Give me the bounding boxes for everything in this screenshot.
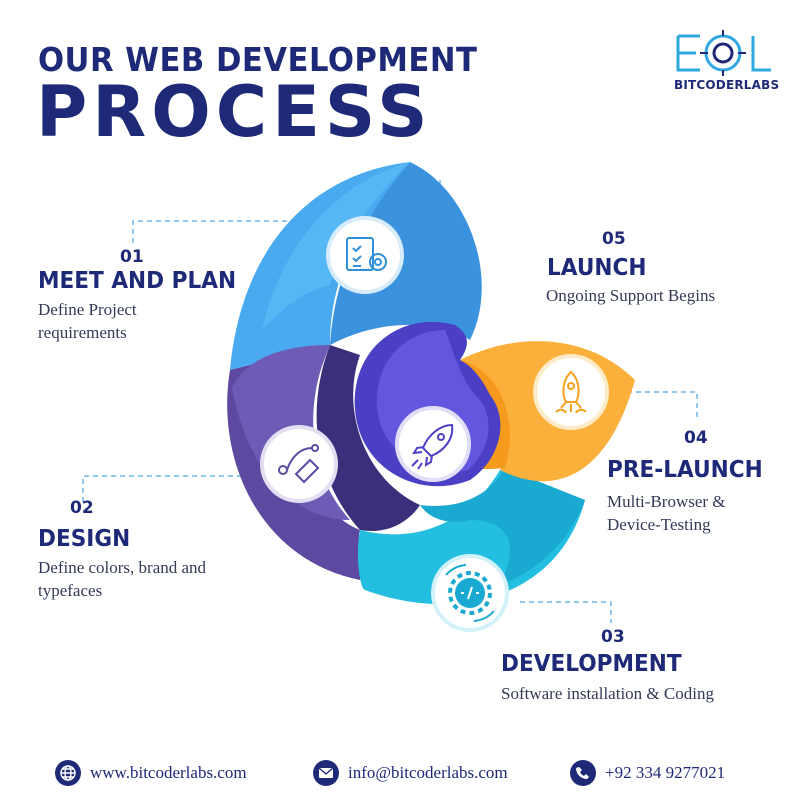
email-link[interactable]: info@bitcoderlabs.com [348, 763, 508, 782]
icon-circle-04 [533, 354, 609, 430]
step-01-description: Define Project requirements [38, 298, 137, 344]
logo-name: BITCODERLABS [674, 78, 780, 92]
phone-icon [570, 760, 596, 786]
step-01-description-line-1: Define Project [38, 300, 137, 319]
footer-email[interactable]: info@bitcoderlabs.com [313, 760, 508, 786]
step-03-number: 03 [601, 627, 625, 647]
connector-03 [520, 601, 612, 623]
step-05-title: LAUNCH [547, 255, 647, 281]
checklist-target-icon [346, 237, 387, 271]
step-01-number: 01 [120, 247, 144, 267]
step-04-description: Multi-Browser & Device-Testing [607, 490, 726, 536]
rocket-icon [411, 423, 454, 470]
step-05-description: Ongoing Support Begins [546, 284, 715, 307]
step-05-description-line-1: Ongoing Support Begins [546, 286, 716, 305]
title-line-1: OUR WEB DEVELOPMENT [38, 40, 478, 79]
footer-phone[interactable]: +92 334 9277021 [570, 760, 725, 786]
envelope-icon [313, 760, 339, 786]
globe-icon [55, 760, 81, 786]
step-03-description-line-1: Software installation & Coding [501, 684, 714, 703]
pen-tool-icon [278, 444, 320, 484]
title-line-2: PROCESS [36, 71, 433, 153]
icon-circle-03 [431, 554, 509, 632]
step-02-description-line-2: typefaces [38, 581, 103, 600]
website-link[interactable]: www.bitcoderlabs.com [90, 763, 247, 782]
step-02-title: DESIGN [38, 526, 131, 552]
bitcoderlabs-logo: BITCODERLABS [668, 28, 780, 92]
phone-number[interactable]: +92 334 9277021 [605, 763, 726, 782]
step-02-description-line-1: Define colors, brand and [38, 558, 207, 577]
icon-circle-02 [260, 425, 338, 503]
logo-mark-icon [676, 30, 771, 76]
step-04-title: PRE-LAUNCH [607, 457, 763, 483]
gear-code-icon [445, 564, 495, 622]
step-02-number: 02 [70, 498, 94, 518]
step-01-title: MEET AND PLAN [38, 268, 237, 294]
step-01-description-line-2: requirements [38, 323, 127, 342]
step-04-description-line-1: Multi-Browser & [607, 492, 726, 511]
step-04-number: 04 [684, 428, 708, 448]
step-02-description: Define colors, brand and typefaces [38, 556, 206, 602]
step-03-description: Software installation & Coding [501, 682, 714, 705]
rocket-launch-icon [555, 370, 587, 414]
icon-circle-01 [326, 216, 404, 294]
footer-website[interactable]: www.bitcoderlabs.com [55, 760, 247, 786]
connector-01 [132, 220, 330, 243]
step-05-number: 05 [602, 229, 626, 249]
step-03-title: DEVELOPMENT [501, 651, 682, 677]
step-04-description-line-2: Device-Testing [607, 515, 711, 534]
icon-circle-05 [395, 406, 471, 482]
